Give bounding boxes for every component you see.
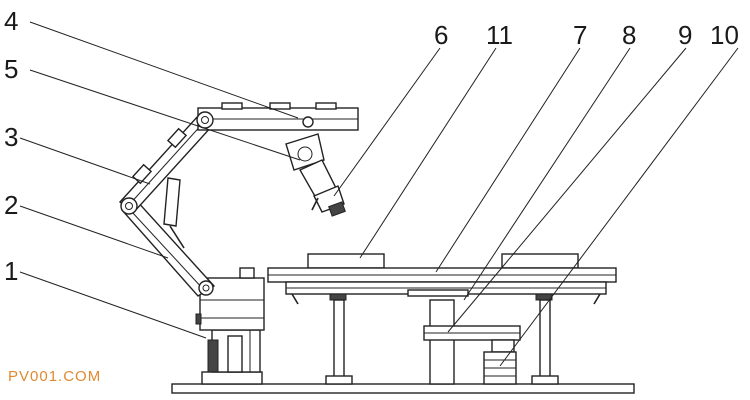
rotary-drive	[423, 299, 521, 385]
upper-beam	[196, 102, 359, 131]
workpiece-right	[501, 253, 579, 269]
actuator-cylinder	[163, 177, 185, 249]
label-6: 6	[434, 20, 448, 50]
label-8: 8	[622, 20, 636, 50]
label-10: 10	[710, 20, 739, 50]
watermark: PV001.COM	[8, 368, 101, 385]
label-4: 4	[4, 6, 18, 36]
label-9: 9	[678, 20, 692, 50]
middle-arm	[118, 115, 214, 215]
base-plate	[171, 383, 635, 394]
workpiece-left	[307, 253, 385, 269]
table-legs	[325, 299, 559, 385]
label-5: 5	[4, 54, 18, 84]
leader-lines	[19, 21, 739, 367]
label-11: 11	[486, 20, 513, 50]
label-3: 3	[4, 122, 18, 152]
label-2: 2	[4, 190, 18, 220]
work-table	[267, 253, 617, 305]
gripper-head	[285, 133, 346, 217]
label-7: 7	[573, 20, 587, 50]
label-1: 1	[4, 256, 18, 286]
